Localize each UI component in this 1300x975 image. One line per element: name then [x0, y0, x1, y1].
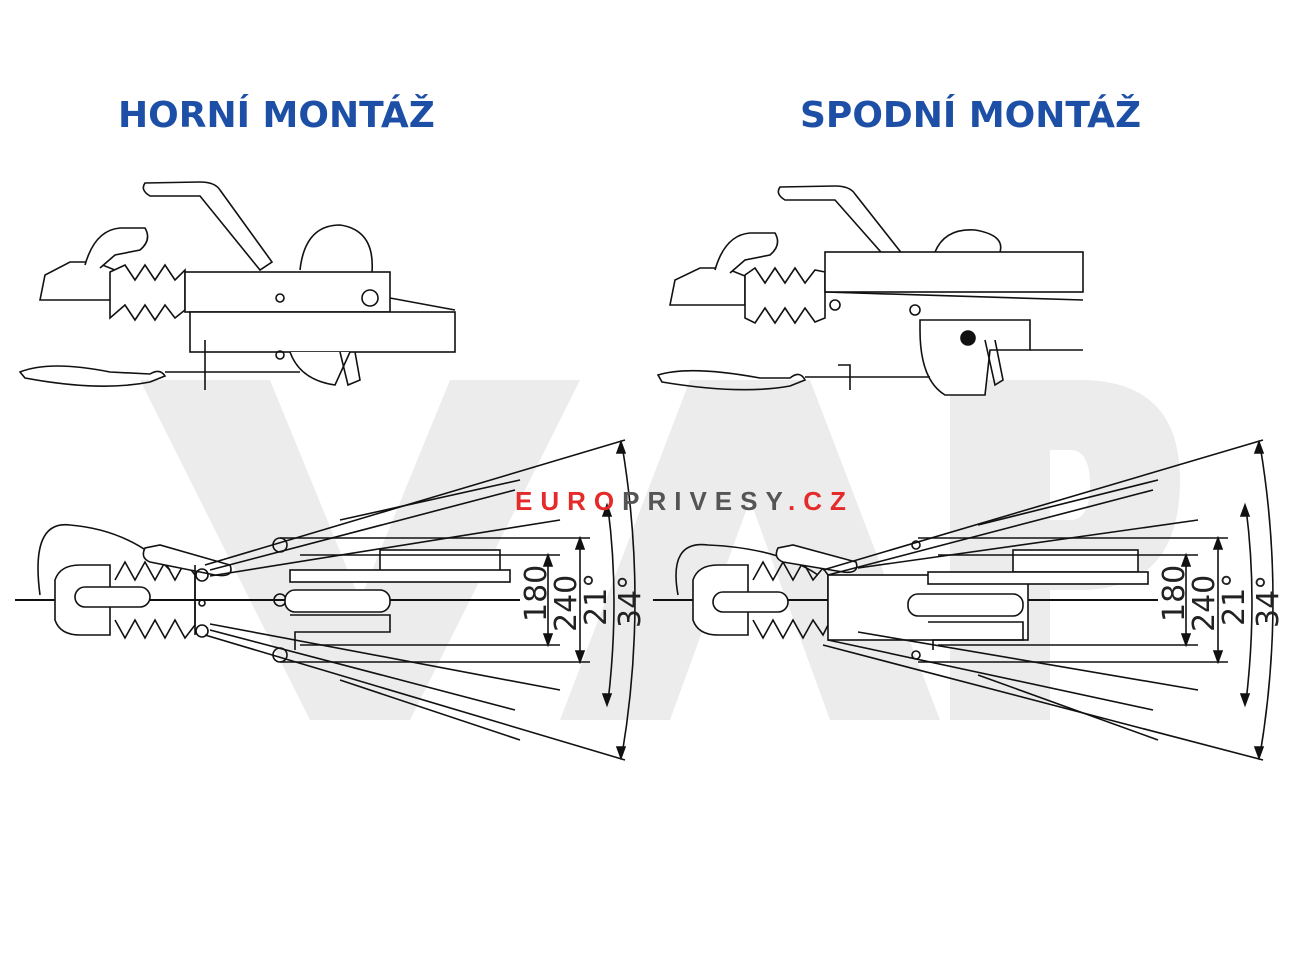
angle-34: 34°: [613, 575, 648, 628]
plan-view: [653, 439, 1274, 761]
dimension-180: 180: [519, 565, 554, 622]
angle-21: 21°: [1217, 573, 1252, 626]
dimension-240: 240: [549, 575, 584, 632]
dimension-labels-left: 180 240 21° 34°: [519, 565, 648, 632]
angle-21: 21°: [579, 573, 614, 626]
title-bottom-mount: SPODNÍ MONTÁŽ: [800, 95, 1142, 136]
side-view: [18, 181, 456, 390]
dimension-240: 240: [1187, 575, 1222, 632]
website-watermark: EUROPRIVESY.CZ: [515, 486, 854, 516]
coupling-views-top-mount: [15, 181, 636, 761]
dimension-180: 180: [1157, 565, 1192, 622]
angle-34: 34°: [1251, 575, 1286, 628]
dimension-arrows: [1180, 439, 1274, 761]
plan-view: [15, 439, 636, 761]
coupling-views-bottom-mount: [653, 185, 1274, 761]
title-top-mount: HORNÍ MONTÁŽ: [118, 95, 435, 136]
side-view: [656, 185, 1084, 396]
dimension-labels-right: 180 240 21° 34°: [1157, 565, 1286, 632]
dimension-arrows: [542, 439, 636, 761]
